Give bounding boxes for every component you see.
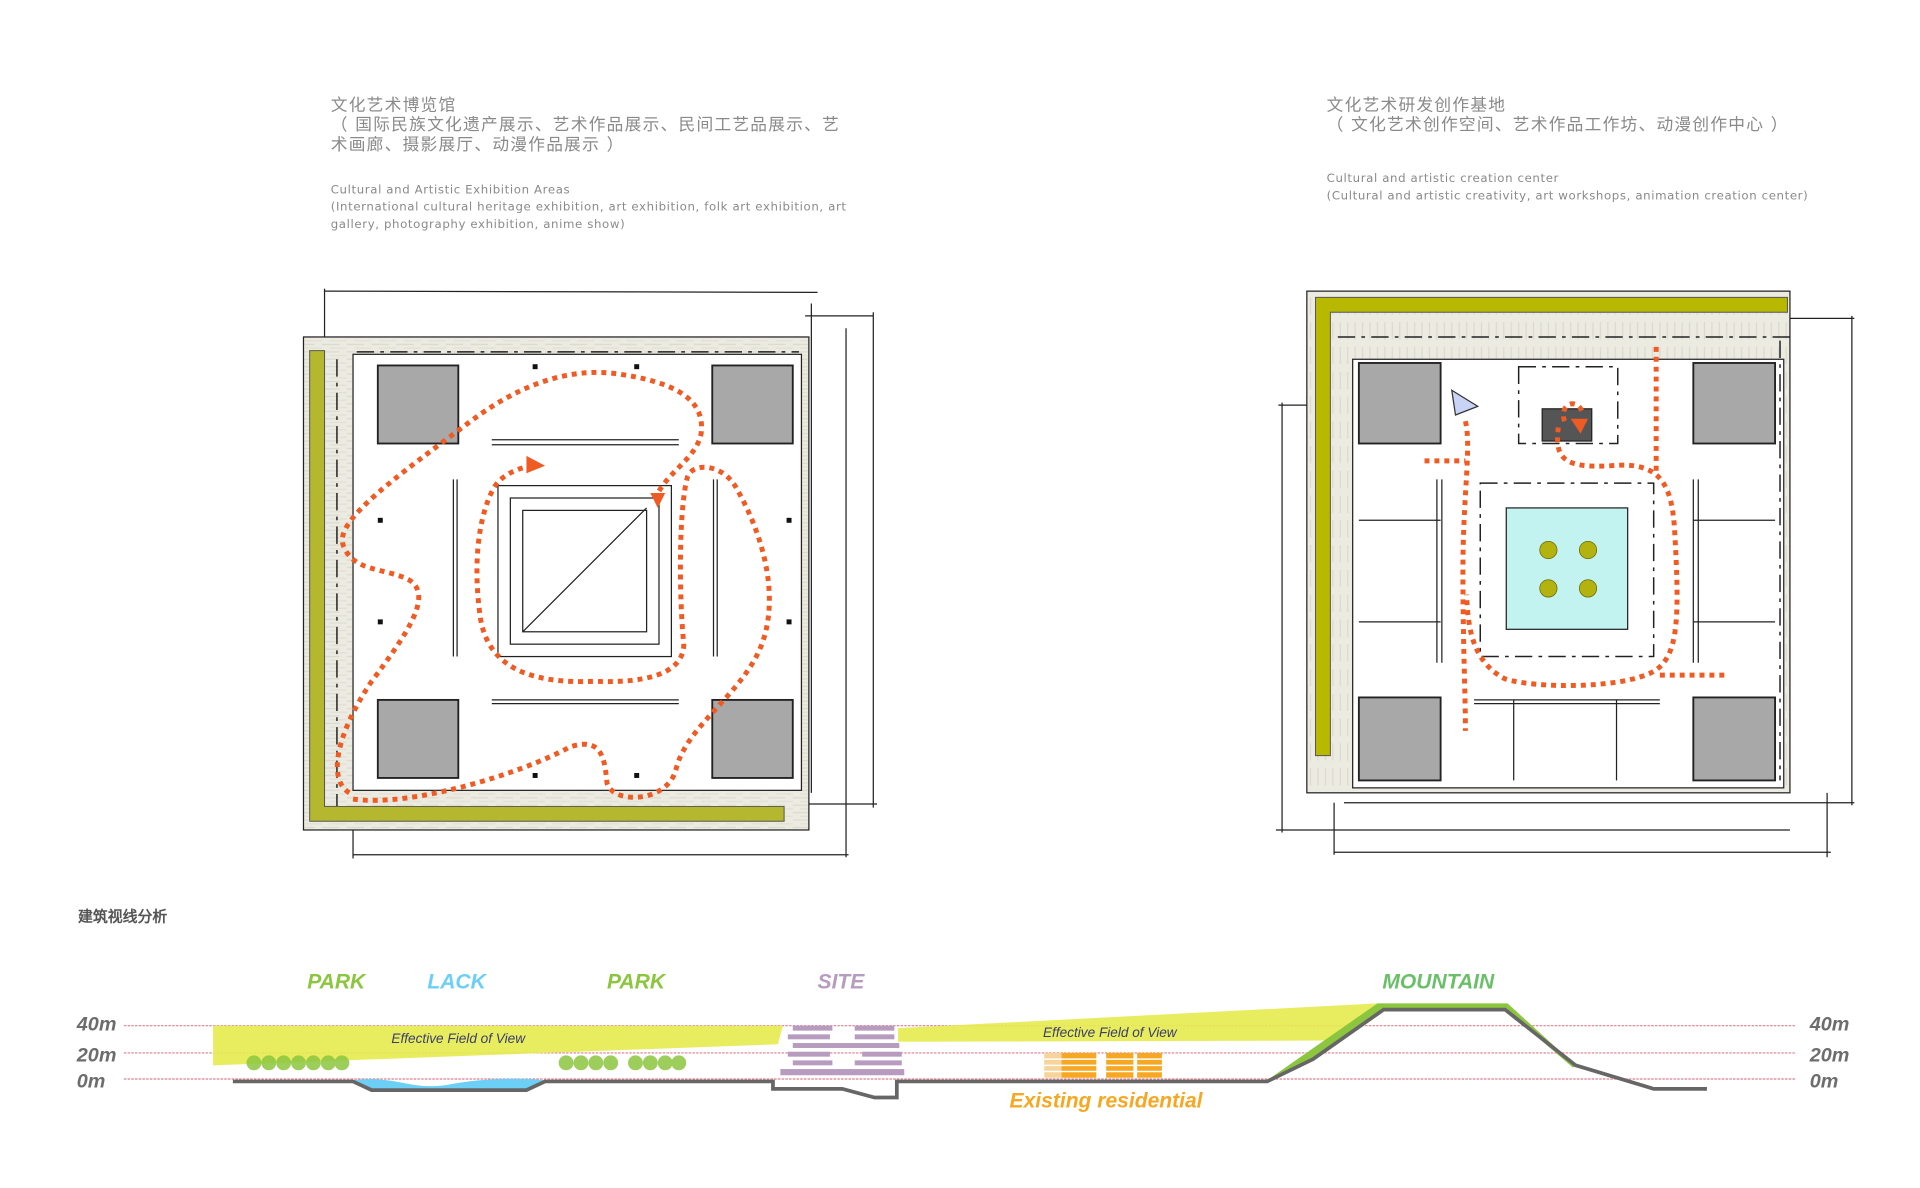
field-of-view-right [898,1003,1378,1042]
exhibition-floor-plan [302,288,878,859]
circulation-path [352,463,772,803]
left-title-en: Cultural and Artistic Exhibition Areas [331,182,571,196]
field-of-view-label: Effective Field of View [1043,1025,1178,1040]
label-existing-residential: Existing residential [1010,1089,1204,1112]
direction-arrow-icon [526,455,546,474]
height-label-40m-right: 40m [1809,1014,1850,1036]
section-title: 建筑视线分析 [78,908,167,926]
left-desc-en-2: gallery, photography exhibition, anime s… [331,217,626,231]
park-trees [246,1055,687,1071]
lake-water [353,1078,546,1092]
label-site: SITE [818,971,866,994]
circulation-path [334,369,704,795]
circulation-path [1464,401,1728,688]
stair [1541,408,1593,442]
entrance-marker-icon [1450,389,1480,416]
green-wall [309,350,785,822]
workshop-partitions [1358,479,1776,781]
sightline-section: 建筑视线分析 40m 20m 0m 40m 20m 0m Effective F… [76,908,1850,1113]
right-title-cn: 文化艺术研发创作基地 [1327,94,1507,114]
circulation-path [1424,420,1471,731]
gallery-room [711,364,794,445]
right-desc-cn: （ 文化艺术创作空间、艺术作品工作坊、动漫创作中心 ） [1327,114,1789,134]
gallery-room [376,364,460,445]
studio-room [1692,696,1776,782]
left-desc-en-1: (International cultural heritage exhibit… [331,200,847,214]
tree-icon [1539,540,1598,598]
partition-walls [452,439,718,705]
left-desc-cn-1: （ 国际民族文化遗产展示、艺术作品展示、民间工艺品展示、艺 [331,114,840,134]
site-building [780,1025,905,1076]
height-label-20m: 20m [76,1045,117,1067]
right-title-en: Cultural and artistic creation center [1327,171,1559,185]
label-mountain: MOUNTAIN [1382,971,1495,994]
studio-room [1357,696,1442,782]
right-desc-en: (Cultural and artistic creativity, art w… [1327,188,1809,202]
label-lake: LACK [427,971,487,994]
creation-center-floor-plan [1275,290,1855,858]
height-label-40m: 40m [76,1014,117,1036]
ground-profile [232,1007,1707,1100]
field-of-view-label: Effective Field of View [391,1031,526,1046]
studio-room [1357,362,1442,445]
direction-arrow-icon [650,493,666,508]
gallery-room [711,698,794,779]
left-desc-cn-2: 术画廊、摄影展厅、动漫作品展示 ） [331,134,625,154]
left-description: 文化艺术博览馆 （ 国际民族文化遗产展示、艺术作品展示、民间工艺品展示、艺 术画… [331,94,847,231]
field-of-view-left [213,1025,783,1066]
direction-arrow-icon [1570,418,1589,434]
height-label-20m-right: 20m [1809,1045,1850,1067]
residential-buildings [1044,1052,1165,1078]
green-wall [1315,296,1788,757]
studio-room [1692,362,1776,445]
left-title-cn: 文化艺术博览馆 [331,94,457,114]
central-atrium [497,484,673,658]
label-park: PARK [307,971,367,994]
height-label-0m-right: 0m [1810,1071,1839,1093]
columns [377,364,792,778]
label-park: PARK [607,971,667,994]
height-label-0m: 0m [77,1071,106,1093]
gallery-room [376,698,460,779]
right-description: 文化艺术研发创作基地 （ 文化艺术创作空间、艺术作品工作坊、动漫创作中心 ） C… [1327,94,1809,202]
courtyard-pool [1505,507,1629,630]
mountain-slope [1267,1003,1576,1081]
